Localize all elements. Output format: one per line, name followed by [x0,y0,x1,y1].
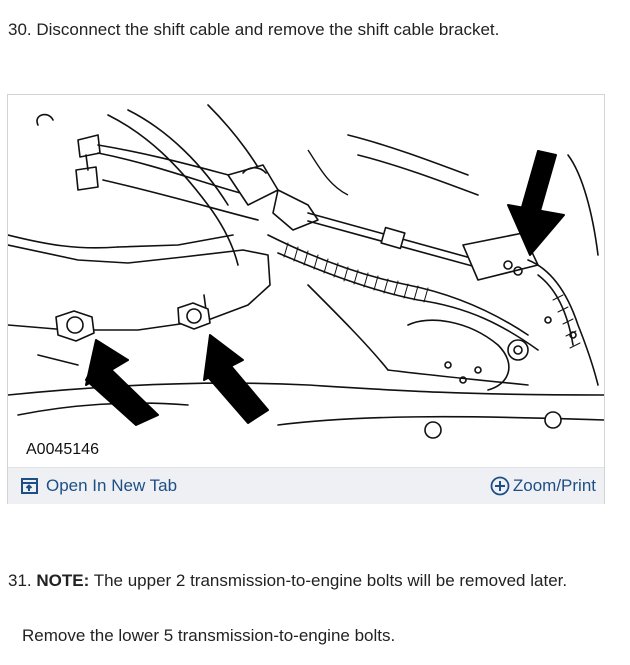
note-text: The upper 2 transmission-to-engine bolts… [93,571,568,590]
shift-cable-diagram[interactable]: A0045146 [8,95,604,467]
open-new-tab-icon [20,476,40,496]
zoom-print-label: Zoom/Print [512,476,596,495]
step-31-note: 31. NOTE: The upper 2 transmission-to-en… [8,570,567,592]
step-31-instruction: Remove the lower 5 transmission-to-engin… [22,626,396,645]
figure-id-label: A0045146 [24,440,101,460]
note-label: NOTE: [36,571,90,590]
zoom-plus-icon [490,476,510,496]
figure-container: A0045146 Open In New Tab Zoom/Print [7,94,605,504]
figure-footer: Open In New Tab Zoom/Print [8,467,604,504]
diagram-svg [8,104,604,439]
step-31-number: 31. [8,571,32,590]
open-in-new-tab-link[interactable]: Open In New Tab [20,476,177,496]
zoom-print-link[interactable]: Zoom/Print [490,476,596,496]
step-30-text: 30. Disconnect the shift cable and remov… [8,20,500,39]
open-in-new-tab-label: Open In New Tab [46,476,178,495]
